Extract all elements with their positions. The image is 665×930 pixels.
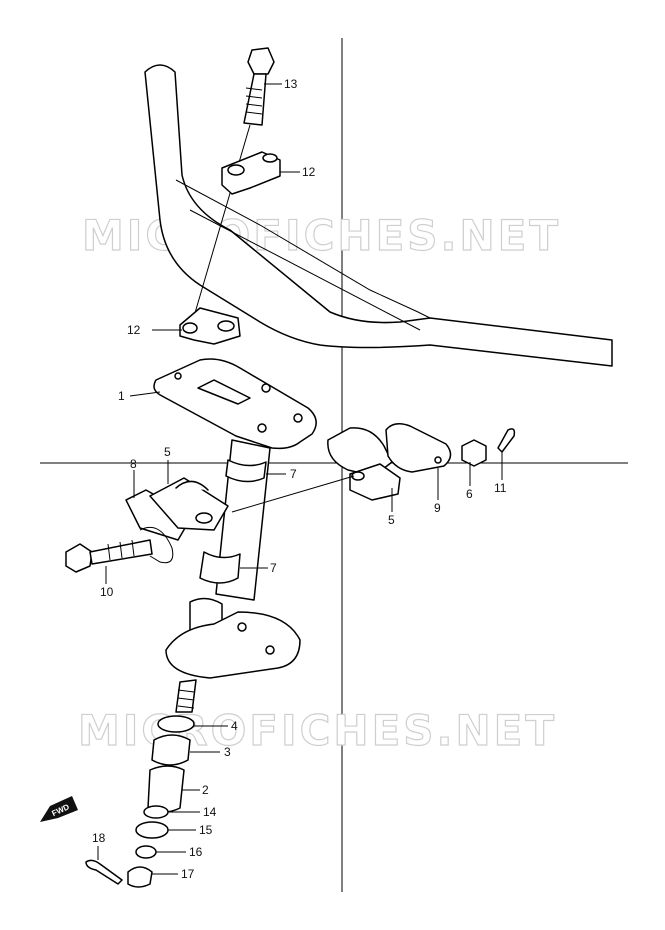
part-label-12-upper: 12 xyxy=(302,165,316,179)
handlebar xyxy=(144,64,613,367)
part-label-17: 17 xyxy=(181,867,195,881)
callout-leaders xyxy=(97,83,503,875)
part-label-15: 15 xyxy=(199,823,213,837)
throttle-cable xyxy=(231,475,355,513)
part-label-11: 11 xyxy=(494,481,507,495)
part-label-12-lower: 12 xyxy=(127,323,141,337)
part-label-5-right: 5 xyxy=(388,513,395,527)
part-label-6: 6 xyxy=(466,487,473,501)
plate-9 xyxy=(385,423,452,473)
handlebar-clamp-lower xyxy=(179,307,241,345)
part-label-9: 9 xyxy=(434,501,441,515)
cotter-pin-11 xyxy=(497,428,516,453)
part-label-3: 3 xyxy=(224,745,231,759)
watermark-bottom: MICROFICHES.NET xyxy=(78,706,557,755)
cable-holder-left xyxy=(125,477,229,541)
part-label-4: 4 xyxy=(231,719,238,733)
fwd-arrow: FWD xyxy=(40,796,78,822)
part-label-14: 14 xyxy=(203,805,217,819)
part-label-7-upper: 7 xyxy=(290,467,297,481)
part-label-2: 2 xyxy=(202,783,209,797)
handlebar-clamp-upper xyxy=(221,151,281,195)
cable-holder-right xyxy=(327,427,401,501)
part-label-13: 13 xyxy=(284,77,298,91)
bushing-stack xyxy=(127,715,195,888)
lower-pivot-arm xyxy=(165,597,301,713)
part-label-5-left: 5 xyxy=(164,445,171,459)
cotter-pin-18 xyxy=(85,859,123,885)
part-label-16: 16 xyxy=(189,845,203,859)
bolt-13 xyxy=(189,47,275,331)
part-label-8: 8 xyxy=(130,457,137,471)
part-label-1: 1 xyxy=(118,389,125,403)
watermark-top: MICROFICHES.NET xyxy=(82,211,561,260)
part-label-18: 18 xyxy=(92,831,106,845)
bolt-10 xyxy=(65,526,174,573)
nut-6 xyxy=(461,439,487,467)
part-label-10: 10 xyxy=(100,585,114,599)
part-label-7-lower: 7 xyxy=(270,561,277,575)
steering-shaft xyxy=(153,358,317,601)
